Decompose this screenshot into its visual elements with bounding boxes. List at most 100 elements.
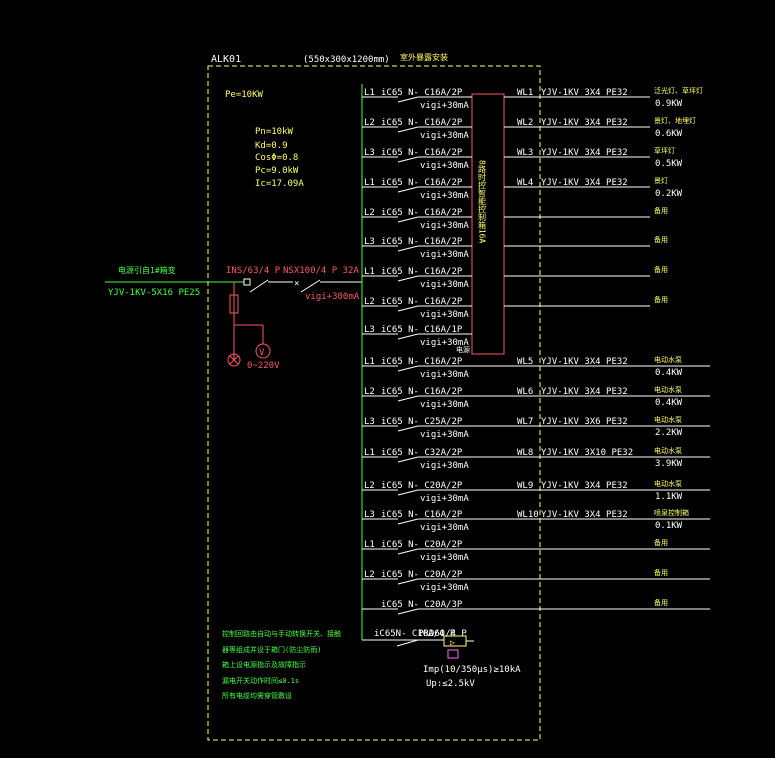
circuit-breaker-blade (397, 518, 419, 525)
circuit-cable: YJV-1KV 3X6 PE32 (541, 417, 628, 427)
calc-pn: Pn=10kW (255, 127, 294, 137)
incoming-source: 电源引自1#箱变 (118, 265, 176, 275)
circuit-wl-tag: WL4 (517, 178, 533, 188)
circuit-power: 2.2KW (655, 428, 683, 438)
main-breaker-label: NSX100/4 P 32A (283, 266, 359, 276)
panel-id: ALK01 (211, 54, 241, 65)
isolator-symbol (243, 278, 251, 286)
circuit-phase: L2 (364, 208, 375, 218)
circuit-rcd-label: vigi+30mA (420, 101, 469, 111)
circuit-phase: L1 (364, 88, 375, 98)
panel-location: 室外暴露安装 (400, 52, 448, 62)
circuit-breaker-label: iC65 N- C16A/2P (381, 237, 463, 247)
circuit-cable: YJV-1KV 3X4 PE32 (541, 88, 628, 98)
circuit-breaker-blade (397, 126, 419, 133)
circuit-power: 0.2KW (655, 189, 683, 199)
circuit-cable: YJV-1KV 3X4 PE32 (541, 118, 628, 128)
circuit-load: 备用 (654, 568, 668, 577)
circuit-phase: L3 (364, 237, 375, 247)
circuit-breaker-label: iC65 N- C16A/2P (381, 267, 463, 277)
note-4: 漏电开关动作时间≤0.1s (222, 676, 299, 685)
circuit-breaker-blade (397, 578, 419, 585)
note-1: 控制回路由自动与手动转换开关、接触 (222, 629, 341, 638)
circuit-load: 泛光灯、草坪灯 (654, 86, 703, 95)
note-5: 所有电缆均需穿管敷设 (222, 691, 292, 700)
circuit-rcd-label: vigi+30mA (420, 221, 469, 231)
circuit-breaker-label: iC65 N- C16A/2P (381, 357, 463, 367)
circuit-rcd-label: vigi+30mA (420, 553, 469, 563)
circuit-load: 景灯 (654, 176, 668, 185)
circuit-breaker-blade (397, 608, 419, 615)
circuit-load: 草坪灯 (654, 146, 675, 155)
fuse-symbol (229, 294, 239, 314)
circuit-load: 备用 (654, 235, 668, 244)
main-breaker-blade (300, 279, 321, 293)
circuit-power: 3.9KW (655, 459, 683, 469)
circuit-rcd-label: vigi+30mA (420, 338, 469, 348)
circuit-cable: YJV-1KV 3X4 PE32 (541, 510, 628, 520)
circuit-cable: YJV-1KV 3X4 PE32 (541, 387, 628, 397)
circuit-phase: L3 (364, 510, 375, 520)
circuit-cable: YJV-1KV 3X4 PE32 (541, 178, 628, 188)
circuit-breaker-blade (397, 305, 419, 312)
load-calculation: Pn=10kW Kd=0.9 CosΦ=0.8 Pc=9.0kW Ic=17.0… (255, 127, 304, 189)
spd-breaker-label: iC65N- C16A/4 P (374, 629, 456, 639)
circuit-cable: YJV-1KV 3X4 PE32 (541, 148, 628, 158)
spd-imp: Imp(10/350μs)≥10kA (423, 665, 521, 675)
circuit-breaker-blade (397, 245, 419, 252)
calc-kd: Kd=0.9 (255, 141, 288, 151)
circuit-wl-tag: WL1 (517, 88, 533, 98)
circuit-phase: L2 (364, 297, 375, 307)
circuit-rcd-label: vigi+30mA (420, 461, 469, 471)
circuit-breaker-blade (397, 216, 419, 223)
circuit-wl-tag: WL7 (517, 417, 533, 427)
circuit-breaker-label: iC65 N- C16A/1P (381, 325, 463, 335)
circuit-rcd-label: vigi+30mA (420, 494, 469, 504)
circuit-load: 喷泉控制箱 (654, 508, 689, 517)
circuit-breaker-label: iC65 N- C20A/2P (381, 481, 463, 491)
indicator-lamp-icon (227, 353, 241, 367)
isolator-blade (249, 279, 269, 293)
control-box-tail: 电源 (456, 345, 470, 354)
notes: 控制回路由自动与手动转换开关、接触 器等组成并设于箱门(防尘防雨) 箱上设电源指… (222, 629, 341, 700)
circuit-wl-tag: WL10 (517, 510, 539, 520)
circuit-phase: L1 (364, 540, 375, 550)
circuit-power: 0.4KW (655, 368, 683, 378)
circuit-rcd-label: vigi+30mA (420, 250, 469, 260)
circuit-wl-tag: WL2 (517, 118, 533, 128)
panel-size: (550x300x1200mm) (303, 55, 390, 65)
circuit-breaker-blade (397, 333, 419, 340)
circuit-rcd-label: vigi+30mA (420, 131, 469, 141)
circuit-row: L3 iC65 N- C16A/1P vigi+30mA (362, 325, 472, 348)
circuit-rcd-label: vigi+30mA (420, 310, 469, 320)
circuit-rcd-label: vigi+30mA (420, 430, 469, 440)
circuit-phase: L3 (364, 325, 375, 335)
circuit-breaker-label: iC65 N- C20A/3P (381, 600, 463, 610)
note-2: 器等组成并设于箱门(防尘防雨) (222, 645, 321, 654)
circuit-phase: L1 (364, 357, 375, 367)
circuit-cable: YJV-1KV 3X4 PE32 (541, 357, 628, 367)
smart-control-label: 8路时控智能控制箱16A (478, 160, 487, 243)
circuit-phase: L1 (364, 178, 375, 188)
circuit-phase: L1 (364, 448, 375, 458)
circuit-rcd-label: vigi+30mA (420, 523, 469, 533)
circuit-breaker-blade (397, 186, 419, 193)
circuit-power: 0.9KW (655, 99, 683, 109)
spd-arrow: ▷ (450, 638, 455, 647)
voltmeter-icon: V (255, 343, 271, 359)
circuit-breaker-blade (397, 395, 419, 402)
circuit-wl-tag: WL6 (517, 387, 533, 397)
circuit-phase: L1 (364, 267, 375, 277)
